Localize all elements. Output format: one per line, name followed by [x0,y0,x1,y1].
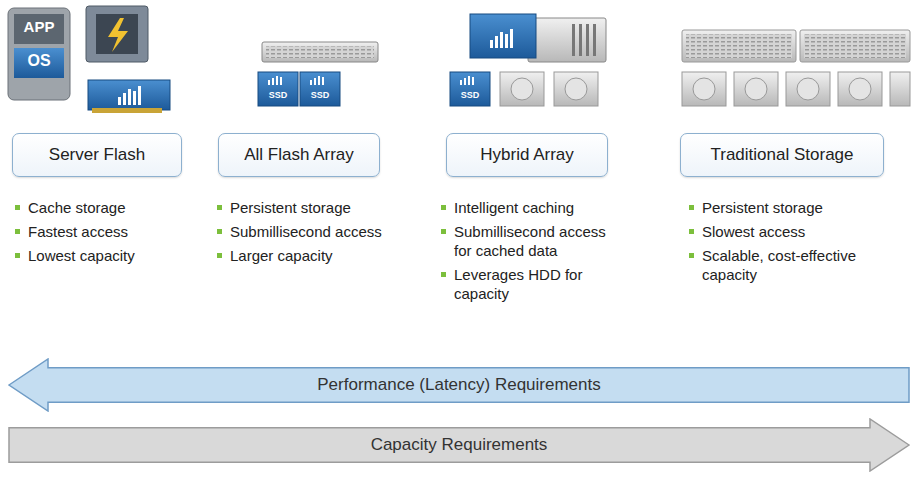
hdd-drive [682,72,910,106]
tier-name: All Flash Array [236,145,362,165]
icon-label: APP [14,18,64,35]
bullet-item: Scalable, cost-effective capacity [688,246,880,284]
arrow-label: Capacity Requirements [371,435,548,455]
ssd-drive [450,72,490,106]
bullet-item: Persistent storage [216,198,431,217]
bullet-item: Larger capacity [216,246,431,265]
arrow-label: Performance (Latency) Requirements [317,375,600,395]
flash-array-chassis [262,42,378,62]
hdd-drive [500,72,598,106]
bullet-item: Intelligent caching [440,198,626,217]
storage-tier-box: All Flash Array [218,133,380,177]
storage-tier-box: Traditional Storage [680,133,884,177]
flash-card [88,80,170,113]
storage-tier-box: Hybrid Array [446,133,608,177]
tier-name: Server Flash [41,145,153,165]
bullet-item: Slowest access [688,222,880,241]
icon-label: SSD [450,90,490,100]
icon-label: OS [14,52,64,70]
cpu-chip [86,6,148,62]
tier-name: Traditional Storage [702,145,861,165]
requirement-arrow: Capacity Requirements [8,418,910,472]
bullet-item: Lowest capacity [14,246,204,265]
bullet-item: Fastest access [14,222,204,241]
arrow-outline [9,419,909,471]
bullet-item: Submillisecond access for cached data [440,222,626,260]
storage-tier-box: Server Flash [12,133,182,177]
app-os-icon [8,8,70,100]
bullet-item: Leverages HDD for capacity [440,265,626,303]
bullet-item: Cache storage [14,198,204,217]
arrow-outline [9,359,909,411]
ssd-drive [258,72,340,106]
bullet-item: Persistent storage [688,198,880,217]
tier-name: Hybrid Array [472,145,582,165]
bullet-item: Submillisecond access [216,222,431,241]
icon-label: SSD [300,90,340,100]
hybrid-array-card [470,14,606,62]
icon-label: SSD [258,90,298,100]
requirement-arrow: Performance (Latency) Requirements [8,358,910,412]
disk-enclosure [682,30,910,62]
